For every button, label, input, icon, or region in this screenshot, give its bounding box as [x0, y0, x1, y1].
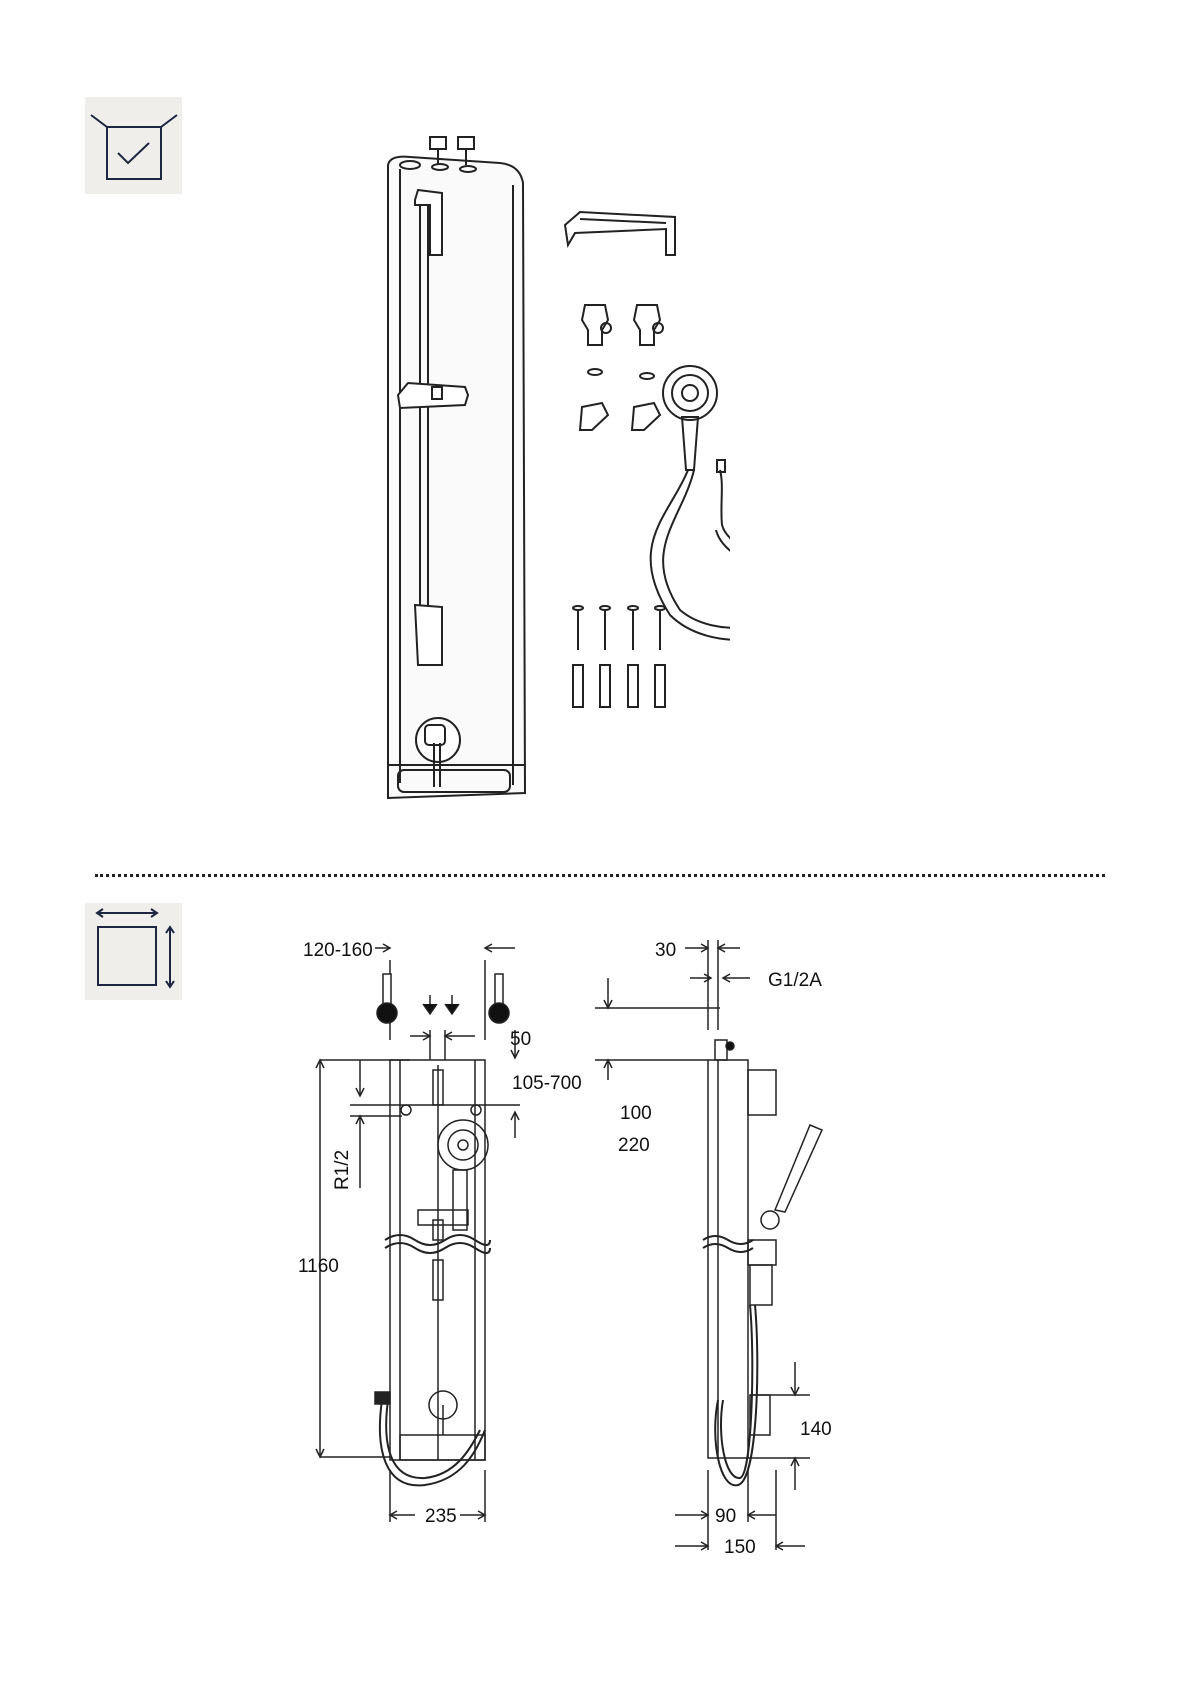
- dim-inlet-height: 105-700: [512, 1073, 582, 1094]
- product-contents-illustration: [370, 125, 730, 820]
- dimensions-square-icon: [85, 903, 182, 1000]
- dim-offset-b: 220: [618, 1135, 650, 1156]
- dim-depth: 90: [715, 1506, 736, 1527]
- flow-arrows-icon: [423, 995, 459, 1014]
- dim-thread: R1/2: [332, 1150, 353, 1190]
- dim-depth-total: 150: [724, 1537, 756, 1558]
- dim-connector: G1/2A: [768, 970, 822, 991]
- cold-water-thermometer-icon: [377, 974, 397, 1023]
- dim-width: 235: [425, 1506, 457, 1527]
- screws-and-dowels: [573, 606, 665, 707]
- front-view: [316, 944, 520, 1522]
- hot-water-thermometer-icon: [489, 974, 509, 1023]
- wall-bracket: [565, 212, 675, 255]
- dimensions-section-icon: [85, 903, 182, 1000]
- contents-section-icon: [85, 97, 182, 194]
- dim-height: 1160: [298, 1256, 339, 1277]
- dim-offset-a: 100: [620, 1103, 652, 1124]
- dim-depth-top: 30: [655, 940, 676, 961]
- section-divider: [95, 874, 1105, 877]
- checkbox-in-tray-icon: [85, 97, 182, 194]
- shower-panel: [388, 137, 525, 798]
- dim-center: 50: [510, 1029, 531, 1050]
- dim-spacing: 120-160: [303, 940, 373, 961]
- hand-shower: [651, 366, 730, 640]
- stop-valves: [580, 305, 663, 430]
- dimension-drawings: 120-160 50 105-700 R1/2 1160 235 30 G1/2…: [290, 930, 850, 1560]
- side-view: [595, 940, 822, 1550]
- dim-bottom-gap: 140: [800, 1419, 832, 1440]
